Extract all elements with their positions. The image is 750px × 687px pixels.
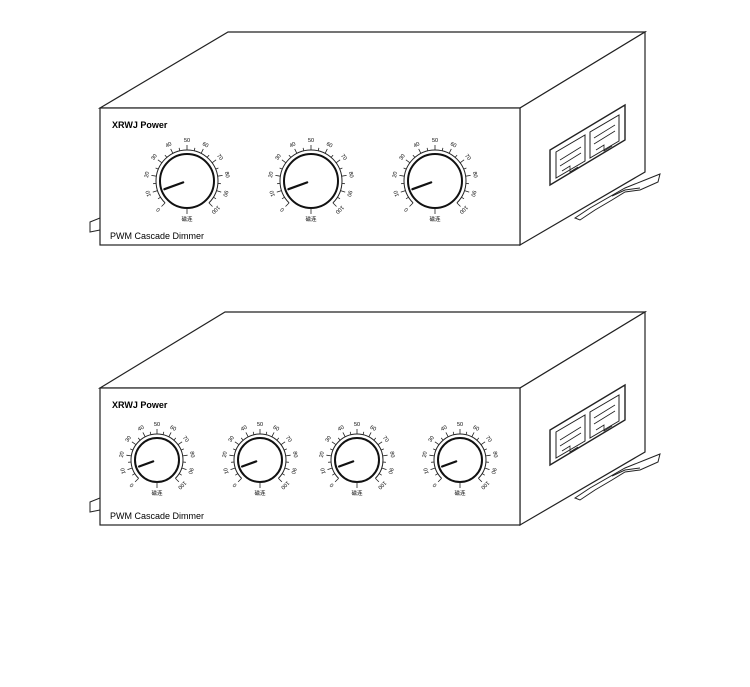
knob-scale-label: 20 (119, 451, 126, 458)
knob-scale-label: 20 (392, 171, 399, 178)
knob-scale-label: 50 (257, 422, 263, 428)
knob-scale-label: 50 (154, 422, 160, 428)
knob-scale-label: 50 (432, 138, 438, 144)
model-label: PWM Cascade Dimmer (110, 231, 204, 241)
knob-scale-label: 80 (388, 451, 395, 458)
knob-marker-label: 磁连 (254, 489, 266, 497)
knob-scale-label: 80 (471, 171, 478, 178)
knob-scale-label: 20 (144, 171, 151, 178)
brand-label: XRWJ Power (112, 120, 168, 130)
knob-marker-label: 磁连 (429, 215, 441, 223)
knob-marker-label: 磁连 (351, 489, 363, 497)
mounting-flange-left (90, 218, 100, 232)
knob-scale-label: 50 (308, 138, 314, 144)
knob-marker-label: 磁连 (305, 215, 317, 223)
dimmer-box-three-knob: XRWJ Power PWM Cascade Dimmer 0102030405… (90, 32, 660, 245)
knob-scale-label: 50 (354, 422, 360, 428)
knob-scale-label: 20 (422, 451, 429, 458)
mounting-flange-left (90, 498, 100, 512)
knob-scale-label: 80 (188, 451, 195, 458)
knob-marker-label: 磁连 (151, 489, 163, 497)
knob-body[interactable] (284, 154, 338, 208)
knob-scale-label: 50 (184, 138, 190, 144)
knob-scale-label: 50 (457, 422, 463, 428)
knob-scale-label: 80 (491, 451, 498, 458)
knob-body[interactable] (238, 438, 282, 482)
knob-body[interactable] (335, 438, 379, 482)
knob-marker-label: 磁连 (181, 215, 193, 223)
knob-body[interactable] (408, 154, 462, 208)
knob-body[interactable] (160, 154, 214, 208)
brand-label: XRWJ Power (112, 400, 168, 410)
model-label: PWM Cascade Dimmer (110, 511, 204, 521)
knob-scale-label: 80 (291, 451, 298, 458)
knob-scale-label: 20 (319, 451, 326, 458)
knob-marker-label: 磁连 (454, 489, 466, 497)
knob-body[interactable] (438, 438, 482, 482)
knob-body[interactable] (135, 438, 179, 482)
knob-scale-label: 80 (347, 171, 354, 178)
knob-scale-label: 20 (222, 451, 229, 458)
knob-scale-label: 80 (223, 171, 230, 178)
knob-scale-label: 20 (268, 171, 275, 178)
